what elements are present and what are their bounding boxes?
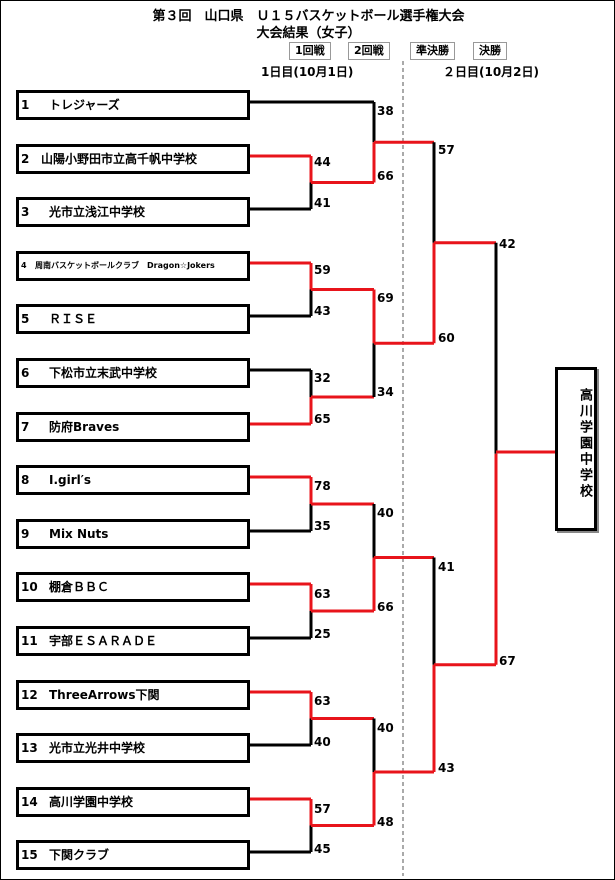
score-label: 67 (499, 654, 516, 668)
score-label: 41 (314, 196, 331, 210)
team-name: ThreeArrows下関 (49, 688, 160, 702)
team-box: 11 宇部ＥＳＡＲＡＤＥ (16, 626, 250, 656)
team-number: 1 (21, 98, 30, 112)
team-number: 9 (21, 527, 30, 541)
score-label: 42 (499, 237, 516, 251)
score-label: 40 (377, 506, 394, 520)
team-box: 10 棚倉ＢＢＣ (16, 572, 250, 602)
score-label: 35 (314, 519, 331, 533)
score-label: 48 (377, 815, 394, 829)
score-label: 41 (438, 560, 455, 574)
team-name: Mix Nuts (49, 527, 109, 541)
team-name: 棚倉ＢＢＣ (49, 580, 110, 594)
team-box: 14 高川学園中学校 (16, 787, 250, 817)
team-number: 13 (21, 741, 38, 755)
team-number: 11 (21, 634, 38, 648)
score-label: 43 (438, 761, 455, 775)
score-label: 57 (438, 143, 455, 157)
team-number: 15 (21, 848, 38, 862)
score-label: 38 (377, 104, 394, 118)
team-name: トレジャーズ (49, 98, 120, 112)
team-number: 3 (21, 205, 30, 219)
score-label: 63 (314, 694, 331, 708)
team-name: ＲＩＳＥ (49, 312, 98, 326)
team-box: 3 光市立浅江中学校 (16, 197, 250, 227)
team-box: 4 周南バスケットボールクラブ Dragon☆Jokers (16, 251, 250, 281)
team-box: 12 ThreeArrows下関 (16, 680, 250, 710)
team-name: I.girl′s (49, 473, 92, 487)
score-label: 60 (438, 331, 455, 345)
team-box: 7 防府Braves (16, 412, 250, 442)
score-label: 63 (314, 587, 331, 601)
score-label: 43 (314, 304, 331, 318)
team-box: 6 下松市立末武中学校 (16, 358, 250, 388)
team-name: 下関クラブ (49, 848, 110, 862)
team-number: 6 (21, 366, 30, 380)
page-subtitle: 大会結果（女子） (256, 26, 361, 41)
team-number: 4 (21, 261, 27, 270)
day2-label: ２日目(10月2日) (443, 65, 540, 79)
team-name: 宇部ＥＳＡＲＡＤＥ (49, 634, 158, 648)
champion-box: 高川学園中学校 (555, 367, 597, 531)
team-name: 下松市立末武中学校 (49, 366, 158, 380)
team-name: 山陽小野田市立高千帆中学校 (41, 152, 198, 166)
team-box: 15 下関クラブ (16, 840, 250, 870)
score-label: 40 (314, 735, 331, 749)
team-box: 8 I.girl′s (16, 465, 250, 495)
score-label: 40 (377, 721, 394, 735)
champion-name: 高川学園中学校 (577, 388, 592, 500)
team-number: 10 (21, 580, 38, 594)
score-label: 45 (314, 842, 331, 856)
page-title: 第３回 山口県 Ｕ１５バスケットボール選手権大会 (152, 9, 465, 24)
round-label-semifinal: 準決勝 (410, 42, 455, 60)
score-label: 34 (377, 385, 394, 399)
score-label: 59 (314, 263, 331, 277)
score-label: 65 (314, 412, 331, 426)
score-label: 66 (377, 600, 394, 614)
score-label: 69 (377, 291, 394, 305)
score-label: 44 (314, 155, 331, 169)
team-number: 14 (21, 795, 38, 809)
team-number: 5 (21, 312, 30, 326)
team-number: 2 (21, 152, 30, 166)
team-name: 光市立光井中学校 (49, 741, 146, 755)
score-label: 25 (314, 627, 331, 641)
team-box: 5 ＲＩＳＥ (16, 304, 250, 334)
team-number: 8 (21, 473, 30, 487)
team-box: 9 Mix Nuts (16, 519, 250, 549)
round-label-1: 1回戦 (289, 42, 331, 60)
team-box: 1 トレジャーズ (16, 90, 250, 120)
team-number: 12 (21, 688, 38, 702)
team-name: 防府Braves (49, 420, 120, 434)
team-number: 7 (21, 420, 30, 434)
score-label: 57 (314, 802, 331, 816)
round-label-2: 2回戦 (348, 42, 390, 60)
team-name: 周南バスケットボールクラブ Dragon☆Jokers (35, 261, 215, 270)
round-label-final: 決勝 (473, 42, 507, 60)
team-box: 13 光市立光井中学校 (16, 733, 250, 763)
team-box: 2 山陽小野田市立高千帆中学校 (16, 144, 250, 174)
score-label: 32 (314, 371, 331, 385)
score-label: 66 (377, 169, 394, 183)
day1-label: 1日目(10月1日) (261, 65, 354, 79)
score-label: 78 (314, 479, 331, 493)
team-name: 光市立浅江中学校 (49, 205, 146, 219)
team-name: 高川学園中学校 (49, 795, 134, 809)
